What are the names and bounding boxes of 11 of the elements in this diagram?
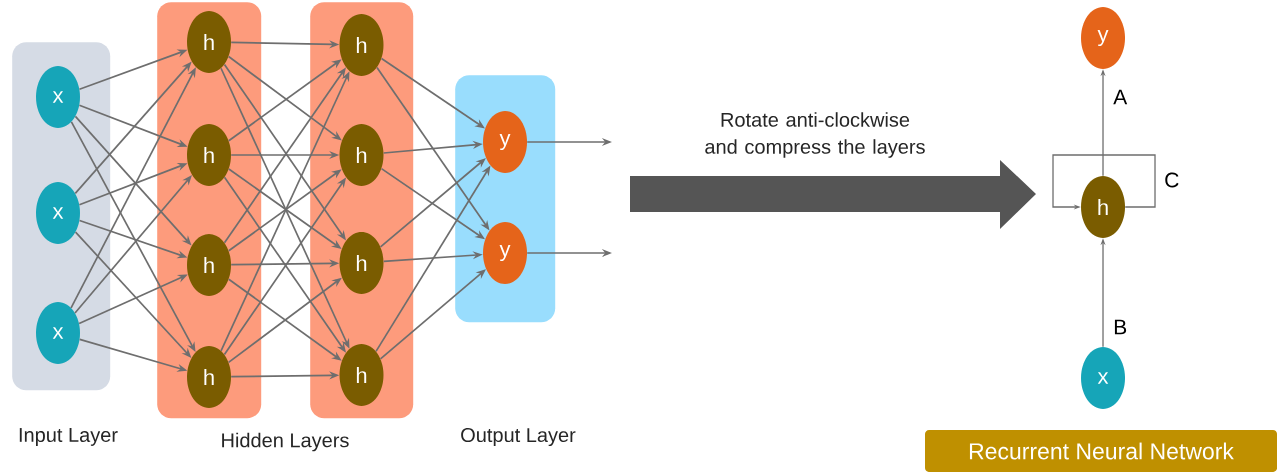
- edge-label: C: [1163, 171, 1181, 189]
- connection-arrow: [74, 175, 192, 314]
- connection-arrow: [379, 158, 486, 248]
- edge-label: B: [1112, 318, 1129, 336]
- connection-arrow: [379, 269, 486, 360]
- caption-text: Input Layer: [19, 428, 118, 446]
- caption-text: Hidden Layers: [222, 432, 349, 452]
- caption-text: Output Layer: [461, 427, 576, 447]
- caption-text: Rotate anti-clockwise and compress the layers: [705, 112, 925, 158]
- edge-label: A: [1112, 88, 1129, 106]
- title-banner: Recurrent Neural Network: [925, 430, 1277, 472]
